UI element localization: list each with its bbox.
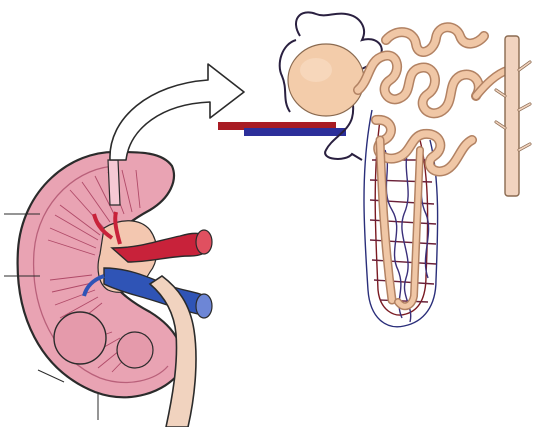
renal-artery-end — [196, 230, 212, 254]
efferent-arteriole — [244, 128, 346, 136]
glomerulus — [288, 44, 364, 116]
renal-calyx — [54, 312, 106, 364]
glomerulus-highlight — [300, 58, 332, 82]
zoom-origin-pyramid — [108, 160, 120, 205]
renal-vein-end — [196, 294, 212, 318]
collecting-duct — [496, 36, 530, 196]
curved-arrow-icon — [110, 64, 244, 160]
renal-calyx — [117, 332, 153, 368]
